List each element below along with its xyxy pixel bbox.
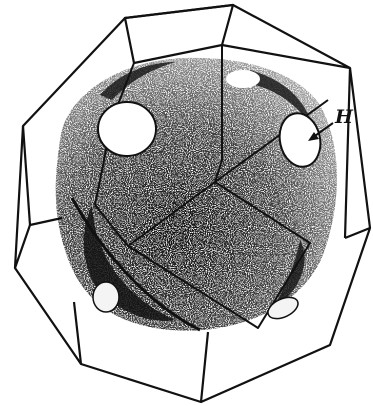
opening-top-left	[98, 102, 156, 156]
opening-top	[226, 70, 260, 88]
sphere-shading	[40, 40, 360, 350]
cage-edge	[201, 332, 208, 402]
stippled-sphere	[40, 40, 360, 350]
cage-top-square-face	[125, 5, 233, 63]
cage-edge	[30, 218, 62, 225]
cage-edge	[23, 126, 30, 225]
opening-bottom-left	[93, 282, 119, 312]
cage-edge	[345, 68, 350, 238]
hole-label: H	[334, 106, 354, 128]
